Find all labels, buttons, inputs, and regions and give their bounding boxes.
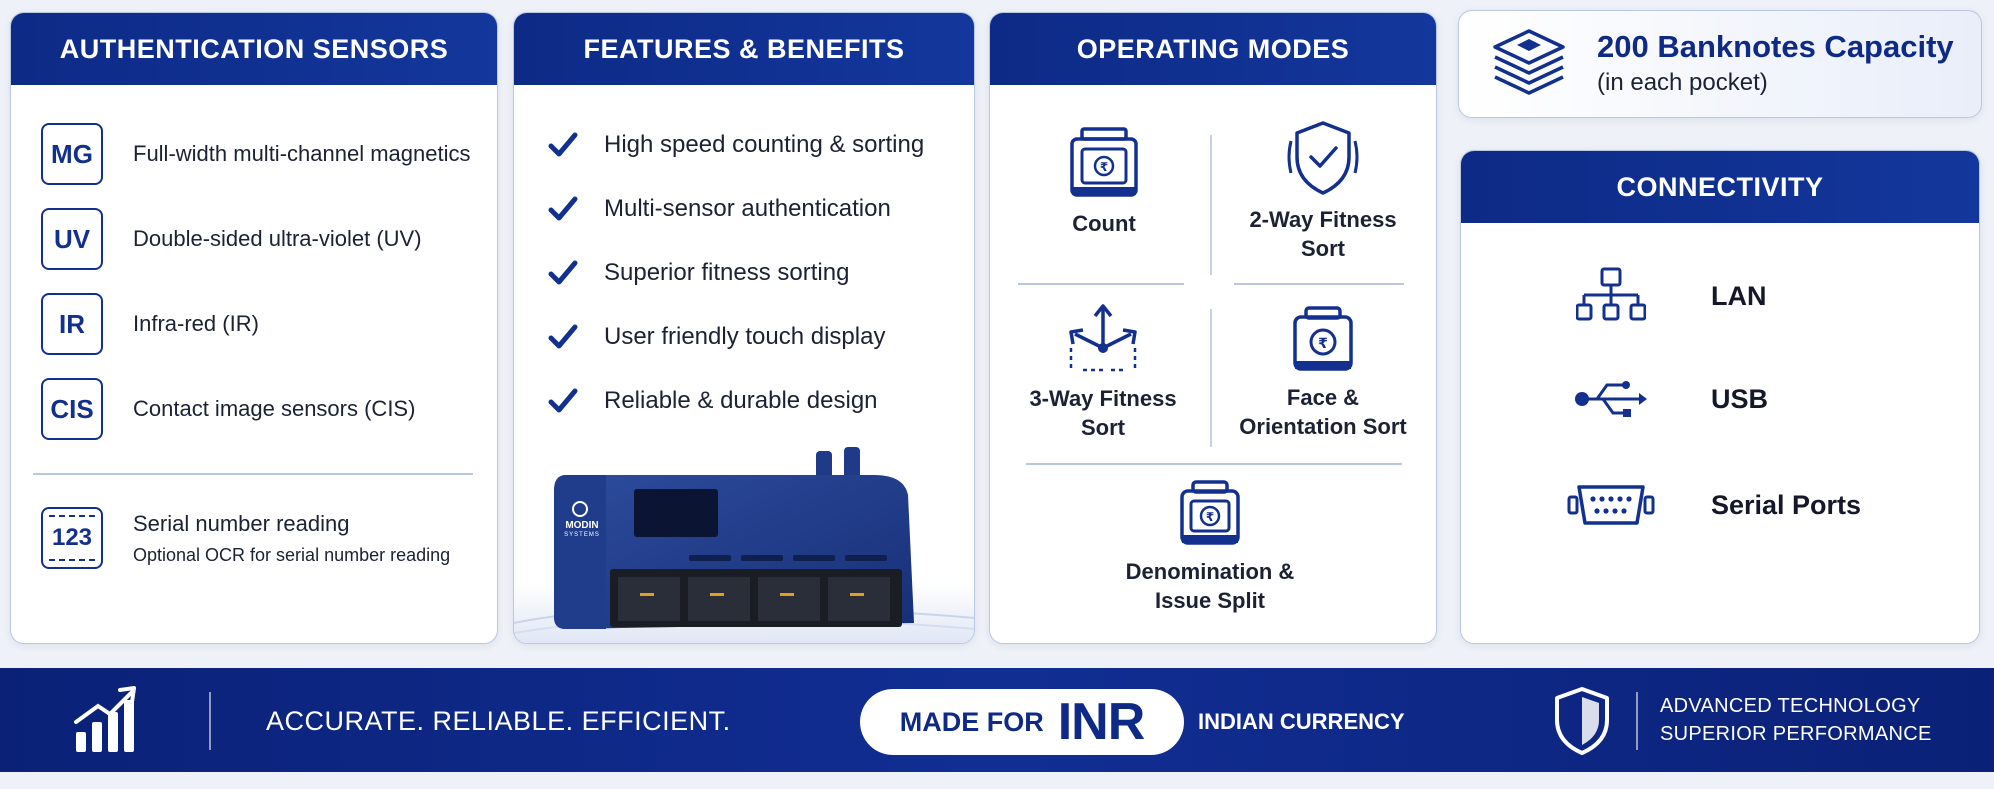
made-for-inr-badge: MADE FOR INR xyxy=(860,689,1184,755)
check-icon xyxy=(548,196,578,221)
bottom-divider xyxy=(209,692,211,750)
mode-3-way-fitness-sort: 3-Way Fitness Sort xyxy=(1008,298,1198,442)
features-benefits-title: FEATURES & BENEFITS xyxy=(514,13,974,85)
modes-grid-divider xyxy=(1234,283,1404,285)
growth-chart-icon xyxy=(74,686,136,752)
mg-badge-icon: MG xyxy=(41,123,103,185)
capacity-subtitle: (in each pocket) xyxy=(1597,69,1768,96)
connectivity-label: Serial Ports xyxy=(1711,489,1862,520)
currency-code: INR xyxy=(1057,693,1146,751)
connectivity-panel: CONNECTIVITY LAN USB xyxy=(1460,150,1980,644)
check-icon xyxy=(548,260,578,285)
mode-count: ₹ Count xyxy=(1024,125,1184,238)
features-benefits-panel: FEATURES & BENEFITS High speed counting … xyxy=(513,12,975,644)
lan-network-icon xyxy=(1576,267,1646,321)
shield-check-icon xyxy=(1287,121,1359,195)
serial-number-subtitle: Optional OCR for serial number reading xyxy=(133,544,451,565)
tech-line-1: ADVANCED TECHNOLOGY xyxy=(1660,695,1921,717)
mode-label: Orientation Sort xyxy=(1239,414,1407,439)
mode-label: Sort xyxy=(1301,236,1345,261)
mode-label: Denomination & xyxy=(1125,559,1295,584)
connectivity-item-usb: USB xyxy=(1561,379,1768,419)
uv-badge-icon: UV xyxy=(41,208,103,270)
mode-face-orientation-sort: ₹ Face & Orientation Sort xyxy=(1218,305,1428,441)
modes-grid-divider xyxy=(1026,463,1402,465)
currency-name: INDIAN CURRENCY xyxy=(1198,709,1405,734)
ir-badge-icon: IR xyxy=(41,293,103,355)
svg-text:₹: ₹ xyxy=(1206,510,1214,524)
banknote-sorter-machine-image xyxy=(514,447,974,643)
feature-label: Reliable & durable design xyxy=(604,387,878,414)
connectivity-item-lan: LAN xyxy=(1561,267,1767,325)
cis-badge-icon: CIS xyxy=(41,378,103,440)
three-way-arrows-icon xyxy=(1069,304,1137,372)
authentication-sensors-title: AUTHENTICATION SENSORS xyxy=(11,13,497,85)
counter-machine-icon: ₹ xyxy=(1070,127,1138,197)
sensor-item-mg: MG Full-width multi-channel magnetics xyxy=(41,123,470,185)
check-icon xyxy=(548,132,578,157)
denomination-icon: ₹ xyxy=(1180,480,1240,545)
mode-label: Issue Split xyxy=(1154,588,1266,613)
sensor-item-uv: UV Double-sided ultra-violet (UV) xyxy=(41,208,422,270)
serial-number-title: Serial number reading xyxy=(133,510,350,536)
bottom-divider xyxy=(1636,692,1638,750)
mode-2-way-fitness-sort: 2-Way Fitness Sort xyxy=(1228,119,1418,263)
mode-label: 2-Way Fitness xyxy=(1249,207,1397,232)
feature-item: High speed counting & sorting xyxy=(548,131,924,159)
feature-item: Multi-sensor authentication xyxy=(548,195,891,223)
feature-label: Superior fitness sorting xyxy=(604,259,850,286)
serial-number-icon: 123 xyxy=(41,507,103,569)
tagline: ACCURATE. RELIABLE. EFFICIENT. xyxy=(266,706,731,736)
mode-label: Face & xyxy=(1286,385,1360,410)
connectivity-item-serial-ports: Serial Ports xyxy=(1561,483,1861,527)
machine-brand-sublogo: SYSTEMS xyxy=(564,532,600,538)
connectivity-label: LAN xyxy=(1711,280,1767,311)
sensor-label: Infra-red (IR) xyxy=(133,311,259,336)
authentication-sensors-panel: AUTHENTICATION SENSORS MG Full-width mul… xyxy=(10,12,498,644)
serial-code-text: 123 xyxy=(51,524,93,551)
stacked-banknotes-icon xyxy=(1493,29,1565,95)
mode-label: 3-Way Fitness xyxy=(1029,386,1177,411)
serial-port-icon xyxy=(1567,485,1655,525)
feature-item: Reliable & durable design xyxy=(548,387,878,415)
sensor-item-cis: CIS Contact image sensors (CIS) xyxy=(41,378,415,440)
feature-label: High speed counting & sorting xyxy=(604,131,925,158)
machine-brand-logo: MODIN xyxy=(565,520,599,531)
face-orientation-icon: ₹ xyxy=(1293,306,1353,371)
feature-label: User friendly touch display xyxy=(604,323,886,350)
serial-number-item: 123 Serial number reading Optional OCR f… xyxy=(41,507,450,569)
connectivity-title: CONNECTIVITY xyxy=(1461,151,1979,223)
tech-line-2: SUPERIOR PERFORMANCE xyxy=(1660,723,1932,745)
sensor-divider xyxy=(33,473,473,475)
svg-text:₹: ₹ xyxy=(1100,160,1108,174)
svg-text:₹: ₹ xyxy=(1318,336,1328,352)
mode-denomination-issue-split: ₹ Denomination & Issue Split xyxy=(1090,479,1330,615)
usb-icon xyxy=(1575,381,1647,417)
sensor-label: Double-sided ultra-violet (UV) xyxy=(133,226,422,251)
connectivity-label: USB xyxy=(1711,383,1769,414)
bottom-banner: ACCURATE. RELIABLE. EFFICIENT. MADE FOR … xyxy=(0,668,1994,772)
modes-grid-divider-vertical xyxy=(1210,135,1212,275)
sensor-item-ir: IR Infra-red (IR) xyxy=(41,293,259,355)
mode-label: Count xyxy=(1072,211,1136,236)
feature-item: Superior fitness sorting xyxy=(548,259,849,287)
sensor-label: Contact image sensors (CIS) xyxy=(133,396,416,421)
operating-modes-panel: OPERATING MODES ₹ Count 2-Way Fitness So… xyxy=(989,12,1437,644)
feature-label: Multi-sensor authentication xyxy=(604,195,891,222)
modes-grid-divider-vertical xyxy=(1210,309,1212,447)
made-for-label: MADE FOR xyxy=(899,706,1044,737)
check-icon xyxy=(548,324,578,349)
sensor-label: Full-width multi-channel magnetics xyxy=(133,141,471,166)
feature-item: User friendly touch display xyxy=(548,323,885,351)
shield-icon xyxy=(1555,687,1609,755)
operating-modes-title: OPERATING MODES xyxy=(990,13,1436,85)
modes-grid-divider xyxy=(1018,283,1184,285)
capacity-box: 200 Banknotes Capacity (in each pocket) xyxy=(1458,10,1982,118)
check-icon xyxy=(548,388,578,413)
mode-label: Sort xyxy=(1081,415,1125,440)
capacity-title: 200 Banknotes Capacity xyxy=(1597,29,1954,64)
